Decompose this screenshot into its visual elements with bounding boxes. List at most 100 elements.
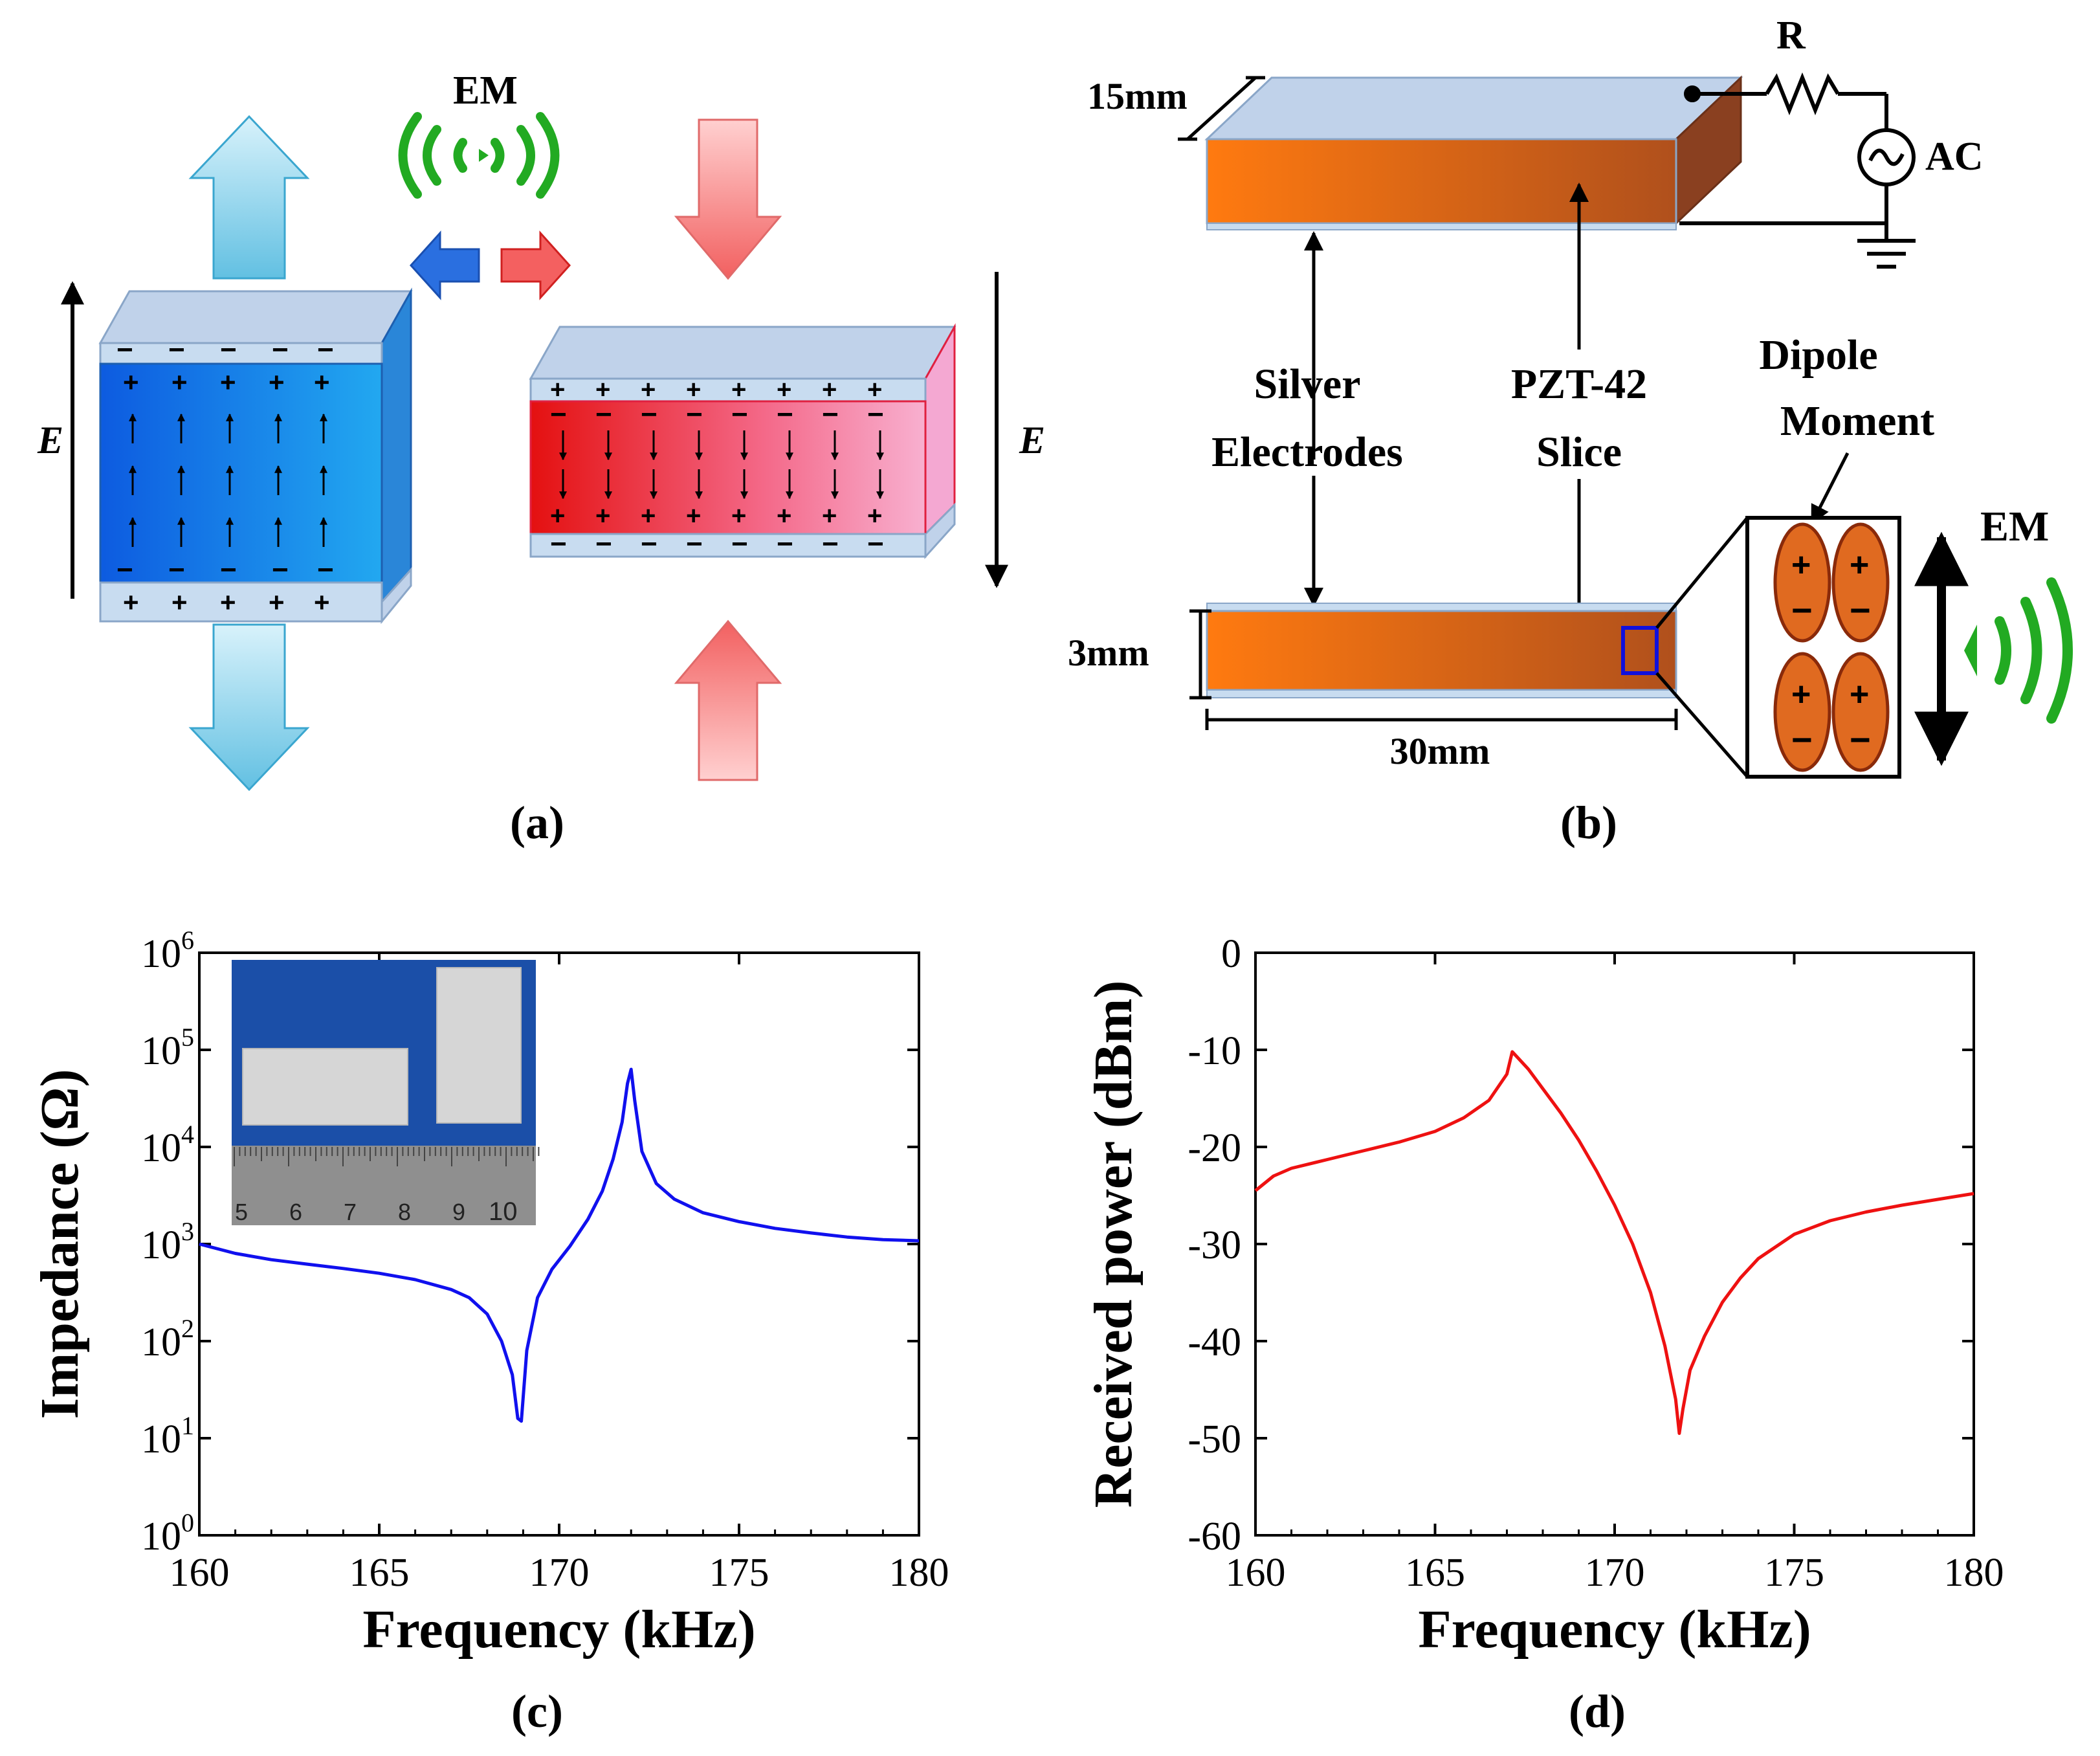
svg-text:−: −: [595, 528, 612, 560]
svg-text:+: +: [123, 587, 139, 617]
svg-text:−: −: [867, 399, 884, 430]
chart-d-ytick--40: -40: [1188, 1320, 1241, 1364]
small-left-arrow-icon: [409, 230, 480, 300]
svg-text:+: +: [777, 375, 791, 404]
dim-thickness-label: 3mm: [1068, 632, 1149, 674]
chart-c-ylabel: Impedance (Ω): [30, 1069, 90, 1419]
inset-photo: 5 6 7 8 9 10: [232, 960, 540, 1226]
sample-vertical: [436, 967, 522, 1124]
blue-block-side: [381, 287, 412, 605]
svg-text:−: −: [686, 399, 703, 430]
chart-d-ytick--60: -60: [1188, 1515, 1241, 1559]
panel-b: 15mm R AC Silver Electrodes PZT-42 Slice…: [1068, 14, 2073, 849]
svg-text:+: +: [822, 375, 837, 404]
chart-d-xtick-160: 160: [1226, 1551, 1286, 1595]
red-block-body: [529, 400, 927, 535]
svg-text:+: +: [641, 502, 656, 530]
compression-arrow-down-icon: [674, 118, 782, 280]
em-wave-b-icon: [1964, 577, 2073, 724]
svg-text:−: −: [317, 554, 334, 586]
chart-d-xtick-165: 165: [1405, 1551, 1465, 1595]
blue-block-charges: −−−−− +++++ −−−−− +++++: [116, 334, 334, 617]
svg-text:−: −: [641, 399, 658, 430]
svg-text:+: +: [731, 502, 746, 530]
chart-c-xtick-175: 175: [709, 1551, 769, 1595]
chart-d-xtick-170: 170: [1585, 1551, 1645, 1595]
chart-d-ytick--20: -20: [1188, 1126, 1241, 1170]
svg-text:+: +: [314, 367, 330, 397]
silver-label-1: Silver: [1254, 361, 1361, 408]
slab-side-view: [1206, 610, 1677, 691]
chart-c-xtick-165: 165: [349, 1551, 410, 1595]
chart-d-ytick--50: -50: [1188, 1417, 1241, 1461]
red-block-top-electrode: [529, 377, 927, 403]
dipole-label-1: Dipole: [1759, 331, 1877, 379]
dipole-ellipses: [1773, 522, 1890, 772]
chart-d-ytick--30: -30: [1188, 1223, 1241, 1267]
blue-block-top: [98, 290, 413, 344]
svg-text:+: +: [123, 367, 139, 397]
compression-arrow-up-icon: [674, 619, 782, 781]
slab-top-surface: [1204, 76, 1743, 140]
blue-block-top-electrode: [99, 342, 383, 365]
caption-b: (b): [1560, 797, 1617, 849]
svg-text:−: −: [1791, 590, 1813, 630]
pzt-label-2: Slice: [1536, 428, 1622, 476]
dim-width-label: 15mm: [1087, 75, 1188, 117]
svg-text:−: −: [317, 334, 334, 366]
field-label-left: E: [37, 419, 63, 461]
chart-c-ytick-5: 105: [141, 1023, 194, 1073]
blue-block-bottom-electrode: [99, 581, 383, 623]
svg-text:+: +: [171, 587, 188, 617]
chart-c-ytick-4: 104: [141, 1120, 194, 1170]
chart-d-ylabel: Received power (dBm): [1083, 981, 1144, 1508]
ruler-5: 5: [235, 1199, 248, 1225]
chart-d-frame: [1254, 951, 1975, 1537]
chart-d-ytick-0: 0: [1221, 932, 1241, 976]
red-block-top: [529, 326, 956, 380]
chart-c-xlabel: Frequency (kHz): [362, 1599, 755, 1660]
svg-text:−: −: [686, 528, 703, 560]
svg-text:+: +: [550, 375, 565, 404]
chart-d-line: [1254, 1050, 1974, 1435]
red-block-dipoles: [559, 430, 884, 500]
svg-text:−: −: [272, 334, 289, 366]
svg-text:+: +: [641, 375, 656, 404]
svg-text:−: −: [168, 334, 185, 366]
chart-d-xtick-180: 180: [1944, 1551, 2004, 1595]
chart-c-xtick-180: 180: [889, 1551, 949, 1595]
chart-c-series: [199, 1067, 920, 1423]
chart-d-series: [1254, 1050, 1974, 1435]
dipole-label-2: Moment: [1780, 397, 1934, 445]
svg-text:−: −: [116, 334, 133, 366]
chart-c-xtick-170: 170: [529, 1551, 590, 1595]
svg-text:+: +: [1850, 676, 1869, 713]
chart-d-xlabel: Frequency (kHz): [1418, 1599, 1811, 1660]
pzt-label-1: PZT-42: [1511, 361, 1647, 408]
svg-text:−: −: [777, 399, 793, 430]
svg-text:−: −: [731, 399, 748, 430]
svg-text:+: +: [1791, 676, 1811, 713]
zoom-box: [1621, 626, 1659, 675]
svg-text:+: +: [777, 502, 791, 530]
chart-c-ytick-3: 103: [141, 1217, 194, 1267]
blue-block-dipoles: [129, 413, 327, 547]
expansion-arrow-up-icon: [188, 115, 310, 280]
svg-text:−: −: [822, 528, 839, 560]
resistor-label: R: [1776, 14, 1806, 58]
dim-length-label: 30mm: [1390, 730, 1490, 772]
svg-text:−: −: [116, 554, 133, 586]
svg-text:−: −: [550, 399, 567, 430]
caption-c: (c): [511, 1685, 563, 1737]
svg-text:+: +: [220, 587, 236, 617]
svg-text:−: −: [641, 528, 658, 560]
svg-text:−: −: [1850, 590, 1871, 630]
svg-text:−: −: [220, 334, 237, 366]
chart-d-xtick-175: 175: [1764, 1551, 1824, 1595]
svg-text:−: −: [867, 528, 884, 560]
svg-text:−: −: [168, 554, 185, 586]
svg-text:+: +: [867, 502, 882, 530]
